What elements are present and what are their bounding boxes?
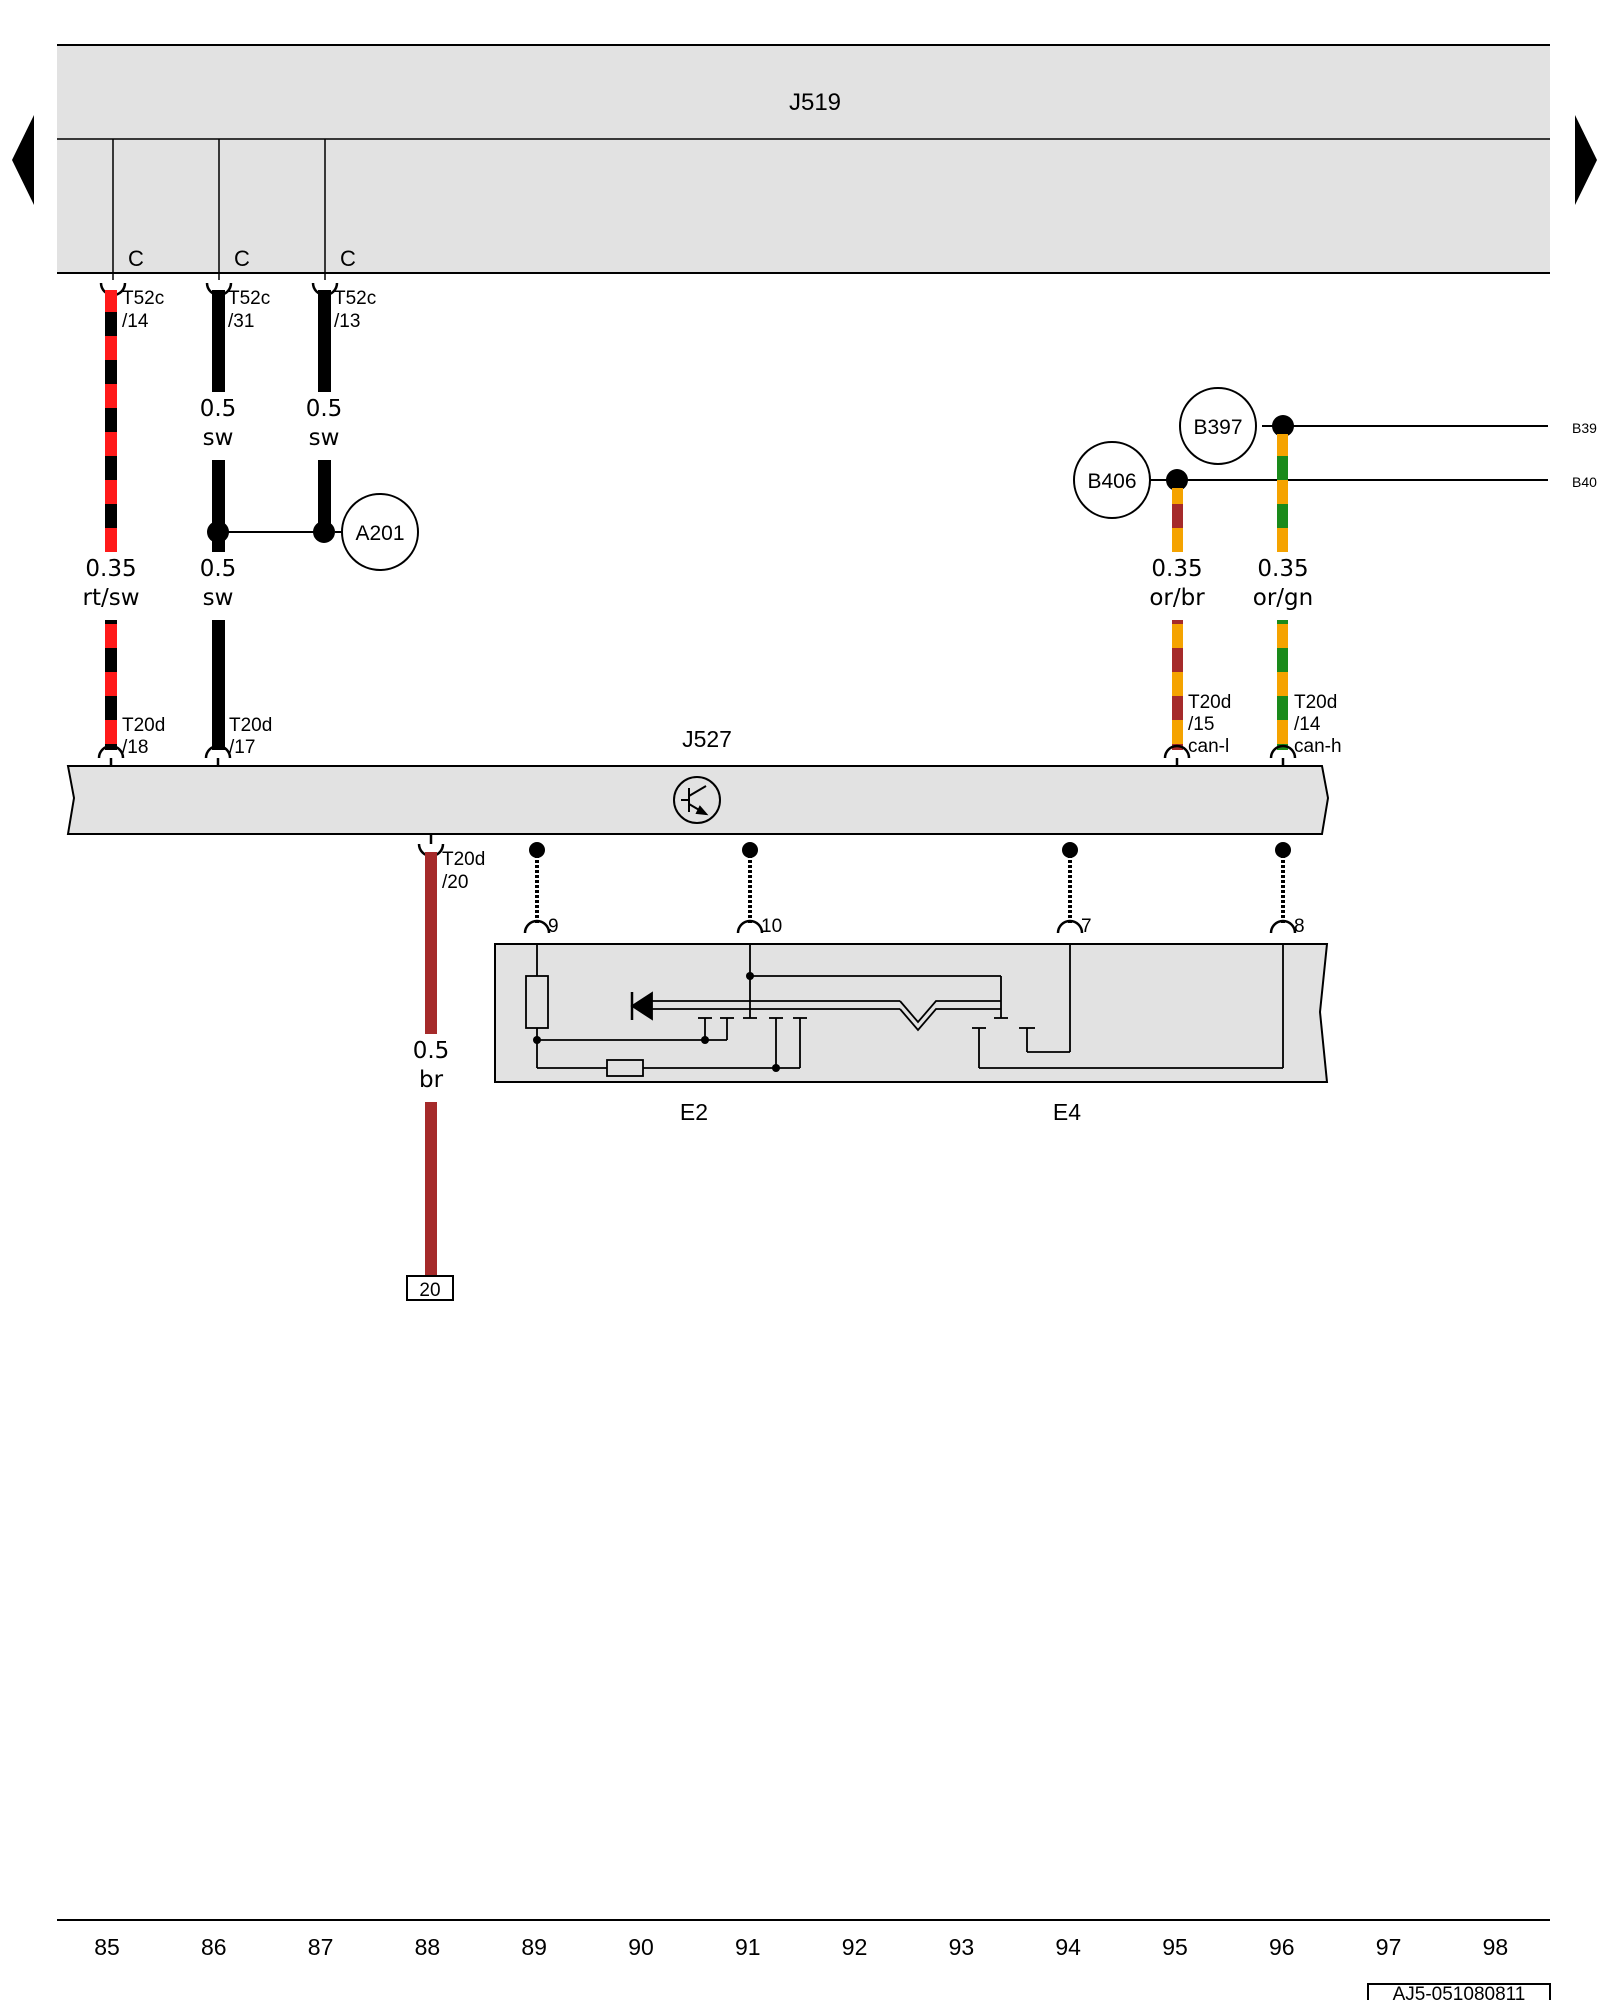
t20d-15-line2: /15 (1188, 714, 1214, 735)
wire-86-upper-size: 0.5 (200, 396, 237, 422)
e2-pin-7: 7 (1081, 916, 1092, 937)
grid-number: 98 (1483, 1934, 1509, 1960)
doc-code: AJ5-051080811 (1393, 1984, 1526, 2000)
t20d-14-line3: can-h (1294, 736, 1342, 757)
t52c-14-line1: T52c (122, 288, 164, 309)
j527-label: J527 (682, 726, 732, 752)
j519-label: J519 (789, 89, 841, 116)
c-label-2: C (234, 246, 250, 271)
a201-junction: A201 (207, 493, 419, 571)
grid-number: 90 (628, 1934, 654, 1960)
wire-88-size: 0.5 (413, 1038, 450, 1064)
wire-96-size: 0.35 (1257, 556, 1308, 582)
e4-label: E4 (1053, 1099, 1081, 1125)
can-junctions: B397 B406 B39 B40 (1073, 387, 1597, 519)
t20d-15-line1: T20d (1188, 692, 1231, 713)
doc-code-box: AJ5-051080811 (1367, 1983, 1551, 2000)
e2-pin-9: 9 (548, 916, 559, 937)
t20d-18-connector: T20d /18 (122, 715, 165, 758)
t20d-18-line1: T20d (122, 715, 165, 736)
t52c-31-line2: /31 (228, 311, 254, 332)
e2-pin-8: 8 (1294, 916, 1305, 937)
wire-87-size: 0.5 (306, 396, 343, 422)
b397-label: B397 (1193, 416, 1242, 439)
wire-87: 0.5 sw (306, 290, 343, 532)
grid-number: 85 (94, 1934, 120, 1960)
e2-pin-10: 10 (761, 916, 782, 937)
wire-86-lower: 0.5 sw (200, 532, 237, 750)
t20d-18-line2: /18 (122, 737, 148, 758)
grid-number: 89 (521, 1934, 547, 1960)
edge-ref-b39: B39 (1572, 420, 1597, 436)
wire-86-lower-color: sw (203, 585, 234, 611)
wire-86-lower-size: 0.5 (200, 556, 237, 582)
wire-86-upper-color: sw (203, 425, 234, 451)
wire-85-color: rt/sw (82, 585, 139, 611)
ref-box-20 (406, 1275, 454, 1301)
t20d-20-line2: /20 (442, 872, 468, 893)
t20d-15-connector: T20d /15 can-l (1188, 692, 1231, 757)
t52c-31-connector: T52c /31 (228, 288, 270, 332)
wire-96-color: or/gn (1253, 585, 1313, 611)
j527-top-connector-symbols (97, 744, 1297, 766)
grid-number: 87 (308, 1934, 334, 1960)
edge-ref-b40: B40 (1572, 474, 1597, 490)
wire-95-color: or/br (1149, 585, 1205, 611)
a201-label: A201 (355, 522, 404, 545)
grid-number: 92 (842, 1934, 868, 1960)
wire-95-size: 0.35 (1151, 556, 1202, 582)
ref-box-20-label: 20 (419, 1280, 440, 1301)
t20d-14-line2: /14 (1294, 714, 1321, 735)
wire-88-color: br (419, 1067, 444, 1093)
t52c-31-line1: T52c (228, 288, 270, 309)
wire-85-size: 0.35 (85, 556, 136, 582)
transistor-symbol-icon (673, 776, 721, 824)
t20d-15-line3: can-l (1188, 736, 1229, 757)
grid-number: 94 (1055, 1934, 1081, 1960)
c-label-3: C (340, 246, 356, 271)
prev-page-arrow-icon[interactable] (12, 115, 34, 205)
wire-85: 0.35 rt/sw (82, 290, 140, 750)
t20d-20-line1: T20d (442, 849, 485, 870)
next-page-arrow-icon[interactable] (1575, 115, 1597, 205)
grid-number: 96 (1269, 1934, 1295, 1960)
wire-96: 0.35 or/gn (1253, 434, 1313, 750)
grid-number: 93 (949, 1934, 975, 1960)
wire-87-color: sw (309, 425, 340, 451)
b406-label: B406 (1087, 470, 1136, 493)
t52c-14-connector: T52c /14 (122, 288, 164, 332)
j527-unit: J527 (66, 726, 1330, 835)
grid-numbers: 85 86 87 88 89 90 91 92 93 94 95 96 97 98 (94, 1934, 1508, 1960)
t52c-13-line2: /13 (334, 311, 360, 332)
wire-86-upper: 0.5 sw (200, 290, 237, 552)
t20d-17-line1: T20d (229, 715, 272, 736)
grid-number: 88 (415, 1934, 441, 1960)
t20d-14-line1: T20d (1294, 692, 1337, 713)
t20d-17-connector: T20d /17 (229, 715, 272, 758)
t52c-13-line1: T52c (334, 288, 376, 309)
j527-to-e2-wires: 9 10 7 8 (523, 842, 1305, 937)
grid-number: 95 (1162, 1934, 1188, 1960)
t52c-14-line2: /14 (122, 311, 149, 332)
e2-label: E2 (680, 1099, 708, 1125)
wire-95: 0.35 or/br (1149, 488, 1205, 750)
e2-e4-switch-unit: E2 E4 (494, 943, 1329, 1125)
t20d-17-line2: /17 (229, 737, 255, 758)
c-label-1: C (128, 246, 144, 271)
grid-number: 86 (201, 1934, 227, 1960)
j519-unit: J519 C C C (57, 44, 1550, 280)
wire-88: 0.5 br 20 (406, 852, 454, 1301)
grid-number: 97 (1376, 1934, 1402, 1960)
grid-number: 91 (735, 1934, 761, 1960)
t52c-13-connector: T52c /13 (334, 288, 376, 332)
t20d-14-connector: T20d /14 can-h (1294, 692, 1342, 757)
